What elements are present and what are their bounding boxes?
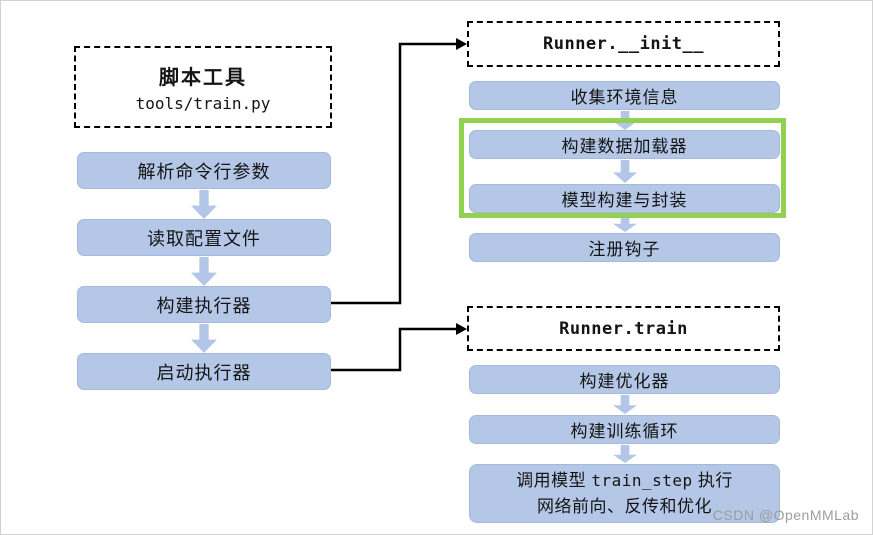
runner-init-header-box: Runner.__init__ [467, 21, 780, 67]
step-collect-env: 收集环境信息 [469, 81, 780, 110]
connector-build-runner-to-init [331, 42, 457, 305]
runner-train-header-box: Runner.train [467, 306, 780, 351]
script-tool-title: 脚本工具 [159, 67, 247, 89]
train-step-line1: 调用模型 train_step 执行 [516, 468, 733, 494]
script-tool-path: tools/train.py [135, 94, 271, 113]
connector-launch-runner-to-train [331, 327, 457, 372]
down-arrow-icon [613, 395, 637, 414]
down-arrow-icon [191, 190, 217, 219]
step-build-model: 模型构建与封装 [469, 184, 780, 213]
watermark-text: CSDN @OpenMMLab [712, 507, 859, 523]
down-arrow-icon [613, 445, 637, 463]
down-arrow-icon [191, 324, 217, 353]
step-launch-runner: 启动执行器 [77, 353, 331, 390]
step-build-train-loop: 构建训练循环 [469, 415, 780, 444]
runner-train-label: Runner.train [559, 318, 688, 339]
down-arrow-icon [191, 257, 217, 286]
step-build-dataloader: 构建数据加载器 [469, 130, 780, 159]
down-arrow-icon [613, 160, 637, 183]
arrowhead-icon [456, 323, 467, 335]
down-arrow-icon [613, 111, 637, 130]
train-step-line1-suffix: 执行 [692, 470, 733, 490]
step-register-hooks: 注册钩子 [469, 233, 780, 262]
down-arrow-icon [613, 214, 637, 232]
step-read-config: 读取配置文件 [77, 219, 331, 256]
step-build-optimizer: 构建优化器 [469, 365, 780, 394]
step-parse-args: 解析命令行参数 [77, 152, 331, 189]
train-step-line1-prefix: 调用模型 [516, 470, 592, 490]
step-train-step: 调用模型 train_step 执行 网络前向、反传和优化 [469, 464, 780, 523]
arrowhead-icon [456, 38, 467, 50]
train-step-code: train_step [591, 470, 693, 490]
script-tool-header-box: 脚本工具 tools/train.py [74, 46, 332, 128]
train-step-line2: 网络前向、反传和优化 [537, 496, 712, 516]
step-build-runner: 构建执行器 [77, 286, 331, 323]
runner-init-label: Runner.__init__ [542, 34, 705, 54]
